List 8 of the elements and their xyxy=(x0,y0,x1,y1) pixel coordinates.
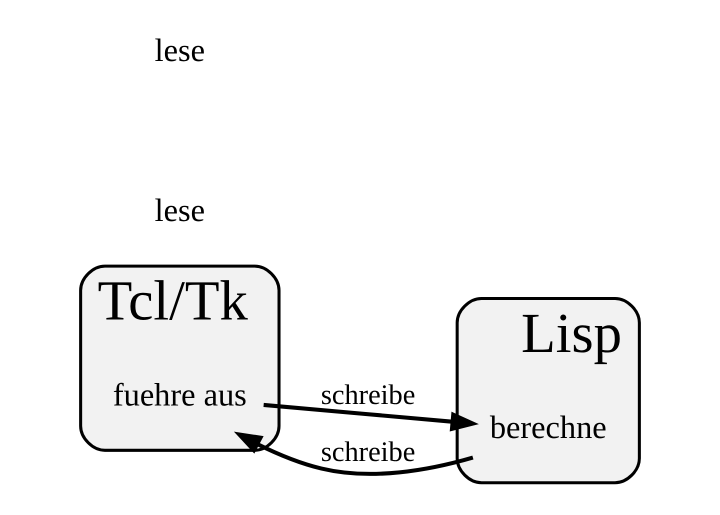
node-text: berechne xyxy=(490,409,607,446)
edge-label: schreibe xyxy=(320,436,416,468)
edge-label: schreibe xyxy=(320,380,416,411)
arrow xyxy=(263,402,479,431)
arrow xyxy=(234,431,474,476)
label: lese xyxy=(154,32,205,69)
node-text: fuehre aus xyxy=(112,376,247,413)
label: lese xyxy=(154,192,205,229)
